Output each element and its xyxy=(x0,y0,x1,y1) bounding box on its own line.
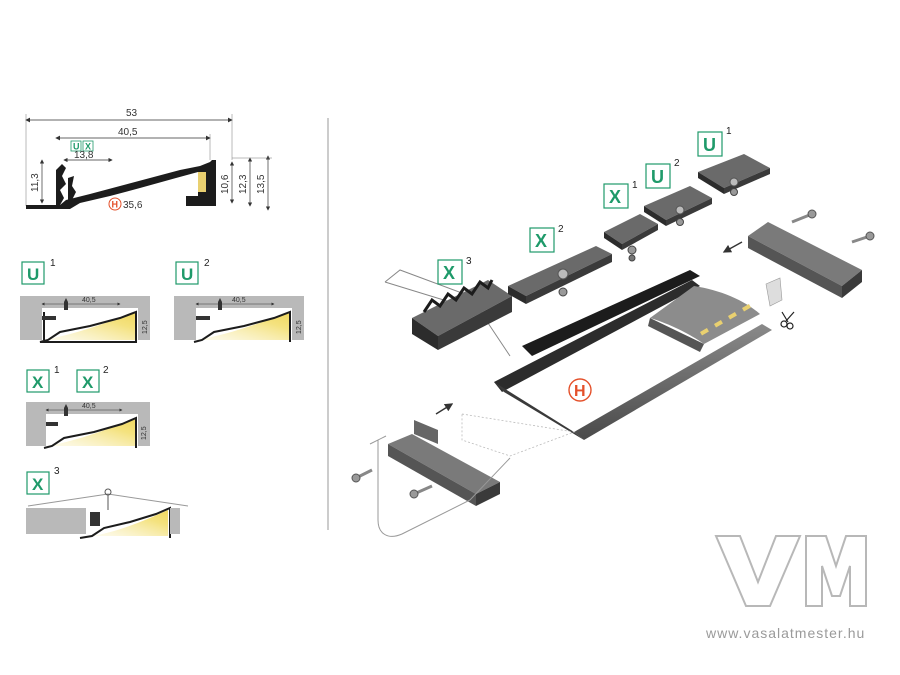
label-x3-sup: 3 xyxy=(466,256,472,267)
watermark-url: www.vasalatmester.hu xyxy=(705,625,865,641)
u-badge-small-letter: U xyxy=(73,142,80,152)
label-u2-letter: U xyxy=(651,167,664,187)
variant-x3: X 3 xyxy=(26,466,189,539)
bracket-x1 xyxy=(604,214,658,262)
variant-u1-width: 40,5 xyxy=(82,297,96,304)
variant-x2-sup: 2 xyxy=(103,365,109,376)
label-x2-sup: 2 xyxy=(558,224,564,235)
variant-x1-letter: X xyxy=(32,373,44,392)
label-u1-letter: U xyxy=(703,135,716,155)
variant-x2-letter: X xyxy=(82,373,94,392)
variant-u1-sup: 1 xyxy=(50,258,56,269)
bracket-x3 xyxy=(412,279,512,350)
variant-u1-letter: U xyxy=(27,265,39,284)
variant-x3-letter: X xyxy=(32,475,44,494)
variant-u2: U 2 40,5 12,5 xyxy=(174,258,304,343)
dim-total-width: 53 xyxy=(126,108,138,119)
watermark-logo xyxy=(714,535,867,607)
u-badge-small xyxy=(70,140,82,152)
exploded-assembly: H xyxy=(351,154,875,537)
label-x2-letter: X xyxy=(535,231,547,251)
variant-x3-sup: 3 xyxy=(54,466,60,477)
variant-x-height: 12,5 xyxy=(141,426,148,440)
main-profile xyxy=(494,270,783,440)
watermark: www.vasalatmester.hu xyxy=(705,535,867,641)
dim-gap-width: 13,8 xyxy=(74,150,94,161)
variant-u2-letter: U xyxy=(181,265,193,284)
label-u2-sup: 2 xyxy=(674,158,680,169)
h-badge-large-letter: H xyxy=(574,383,586,400)
dim-left-height: 11,3 xyxy=(30,173,41,192)
dim-right-height-b: 13,5 xyxy=(256,174,267,194)
x-badge-small-letter: X xyxy=(85,142,91,152)
bracket-u1 xyxy=(698,154,770,196)
variant-u2-sup: 2 xyxy=(204,258,210,269)
end-cap-left xyxy=(388,420,500,506)
led-strip-profile xyxy=(198,172,206,192)
h-badge-small-letter: H xyxy=(112,200,119,210)
h-badge-small xyxy=(108,197,122,211)
end-cap-right xyxy=(748,222,862,298)
label-u1-sup: 1 xyxy=(726,126,732,137)
screw-left-1 xyxy=(351,468,373,483)
profile-cross-section: 53 40,5 U X 13,8 11,3 10,6 12,3 13,5 H xyxy=(25,108,272,211)
dim-inner-width: 40,5 xyxy=(118,127,138,138)
exploded-labels: X 3 X 2 X 1 U 2 U 1 xyxy=(437,126,732,285)
variant-x1-sup: 1 xyxy=(54,365,60,376)
variant-u2-width: 40,5 xyxy=(232,297,246,304)
screw-left-2 xyxy=(409,484,433,499)
bracket-u2 xyxy=(644,186,712,226)
screw-right-1 xyxy=(791,209,817,224)
variant-u1-height: 12,5 xyxy=(142,320,149,334)
scissors-icon xyxy=(780,311,795,330)
variant-x1-x2: X 1 X 2 40,5 12,5 xyxy=(26,365,150,449)
variant-x-width: 40,5 xyxy=(82,403,96,410)
bracket-x2 xyxy=(508,246,612,304)
label-x3-letter: X xyxy=(443,263,455,283)
dim-right-height-a: 12,3 xyxy=(238,174,249,194)
x-badge-small xyxy=(82,140,94,152)
label-x1-sup: 1 xyxy=(632,180,638,191)
screw-right-2 xyxy=(851,231,875,244)
variant-u2-height: 12,5 xyxy=(296,320,303,334)
label-x1-letter: X xyxy=(609,187,621,207)
dim-h-width: 35,6 xyxy=(123,200,143,211)
h-badge-large xyxy=(568,378,592,402)
dim-mid-height: 10,6 xyxy=(220,174,231,194)
variant-u1: U 1 40,5 12,5 xyxy=(20,258,150,343)
